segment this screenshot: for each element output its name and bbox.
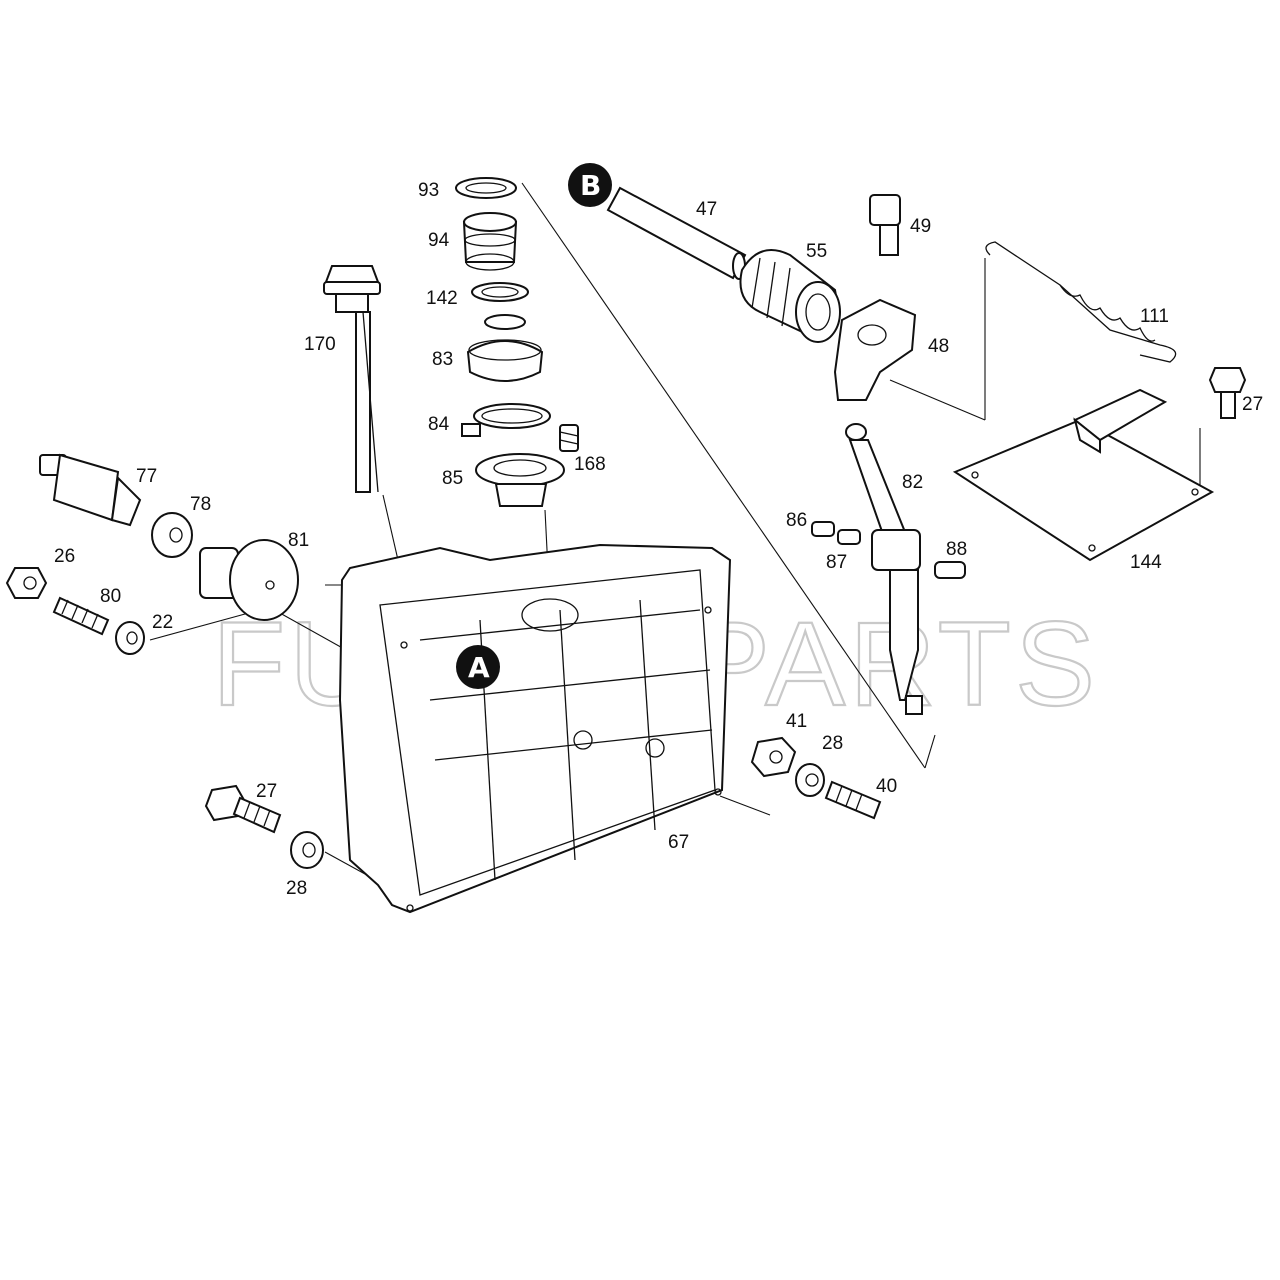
part-78-washer: [151, 512, 193, 558]
callout-26: 26: [54, 546, 75, 567]
callout-144: 144: [1130, 552, 1162, 573]
callout-48: 48: [928, 336, 949, 357]
part-26-nut: [5, 567, 48, 599]
callout-94: 94: [428, 230, 450, 251]
callout-47: 47: [696, 199, 717, 220]
callout-27-top: 27: [1242, 394, 1263, 415]
part-144-plate: [952, 388, 1215, 562]
callout-28-bottom: 28: [286, 878, 307, 899]
part-94-bushing: [462, 212, 518, 271]
callout-142: 142: [426, 288, 458, 309]
callout-85: 85: [442, 468, 463, 489]
part-111-spring: [985, 241, 1177, 363]
part-77-switch: [39, 453, 142, 527]
marker-b-label: B: [580, 169, 601, 202]
part-40-stud: [824, 780, 882, 820]
part-85-nut: [475, 453, 565, 507]
callout-77: 77: [136, 466, 157, 487]
part-93-clip: [455, 177, 517, 199]
part-27-top-bolt: [1208, 367, 1247, 419]
callout-28-right: 28: [822, 733, 843, 754]
part-49-bolt: [869, 194, 901, 256]
part-81-housing: [199, 539, 299, 621]
part-88-pin: [934, 561, 966, 579]
callout-80: 80: [100, 586, 121, 607]
part-83-seal: [466, 314, 544, 382]
part-86-pin: [811, 521, 835, 537]
part-87-pin: [837, 529, 861, 545]
part-168-spring: [559, 424, 579, 452]
part-28-bottom-washer: [290, 831, 324, 869]
callout-168: 168: [574, 454, 606, 475]
callout-86: 86: [786, 510, 807, 531]
part-142-ring: [471, 282, 529, 302]
part-170-dipstick: [323, 265, 381, 493]
part-41-nut: [750, 736, 797, 778]
part-27-bottom-bolt: [204, 784, 282, 834]
callout-67: 67: [668, 832, 689, 853]
callout-82: 82: [902, 472, 923, 493]
callout-55: 55: [806, 241, 827, 262]
callout-78: 78: [190, 494, 211, 515]
part-22-washer: [115, 621, 145, 655]
part-28-right-washer: [795, 763, 825, 797]
callout-81: 81: [288, 530, 309, 551]
callout-83: 83: [432, 349, 453, 370]
part-84-clamp: [461, 403, 551, 437]
callout-27-bottom: 27: [256, 781, 277, 802]
callout-labels: 93 94 142 83 84 85 168 170 47 55 49 48 1…: [54, 180, 1263, 899]
marker-a: A: [456, 645, 500, 689]
callout-170: 170: [304, 334, 336, 355]
callout-84: 84: [428, 414, 450, 435]
callout-87: 87: [826, 552, 847, 573]
marker-b: B: [568, 163, 612, 207]
part-67-housing: [338, 543, 732, 914]
callout-111: 111: [1140, 306, 1169, 327]
part-48-lever: [833, 298, 917, 401]
callout-41: 41: [786, 711, 807, 732]
part-80-stud: [52, 596, 110, 636]
part-55-boot: [739, 249, 841, 343]
part-82-selector-rod: [845, 423, 923, 715]
callout-93: 93: [418, 180, 439, 201]
callout-49: 49: [910, 216, 931, 237]
callout-22: 22: [152, 612, 173, 633]
callout-40: 40: [876, 776, 897, 797]
marker-a-label: A: [468, 651, 490, 684]
part-47-shaft: [606, 186, 747, 280]
callout-88: 88: [946, 539, 967, 560]
